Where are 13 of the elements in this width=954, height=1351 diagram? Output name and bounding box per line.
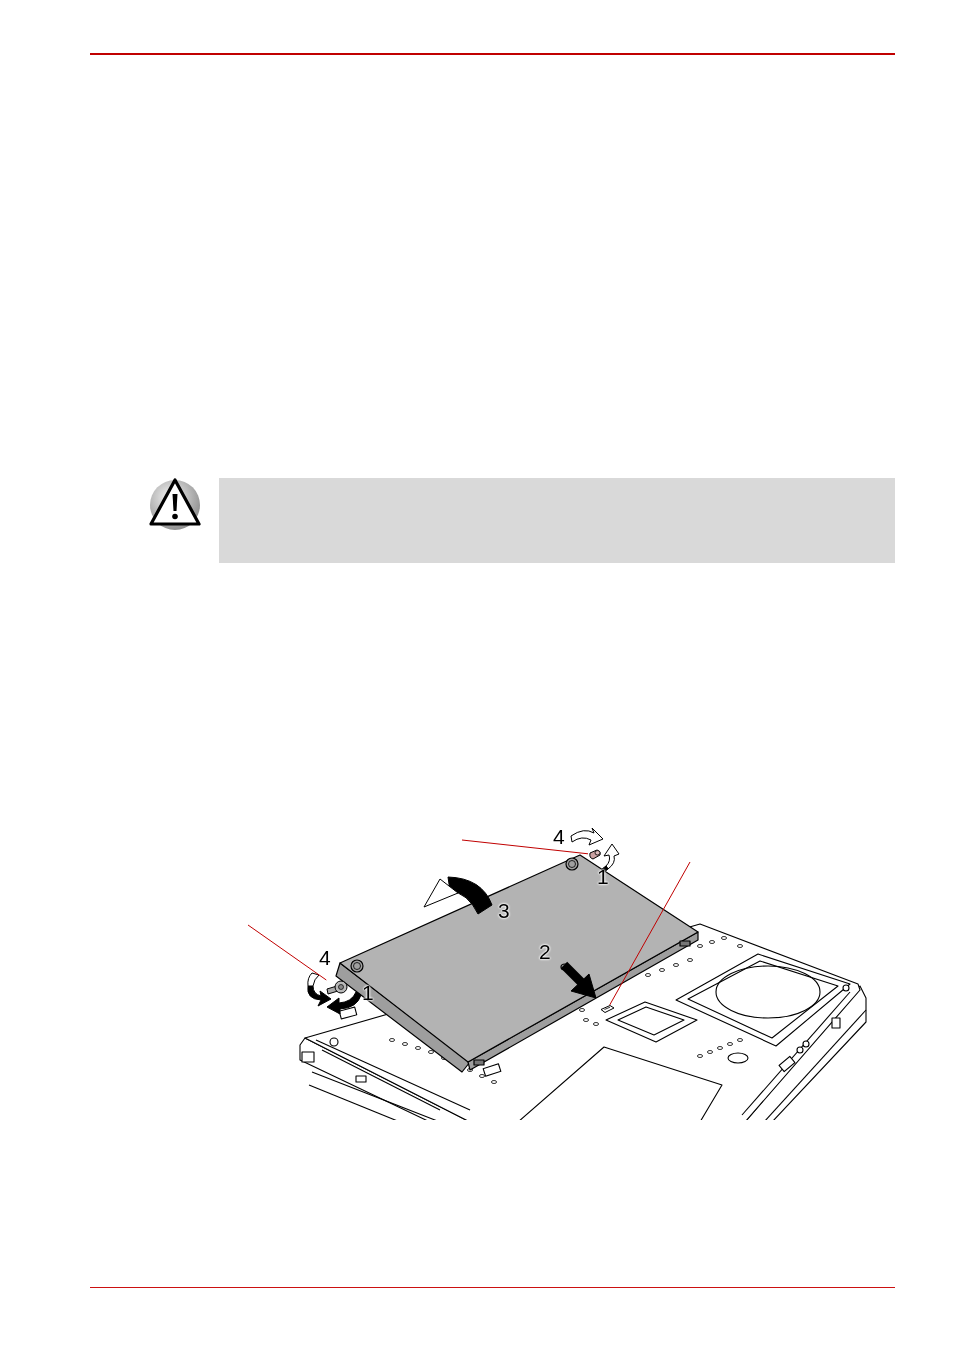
step-number: 4 — [553, 826, 565, 847]
latch — [588, 849, 601, 860]
step-number: 3 — [498, 900, 510, 921]
leader-line — [609, 861, 691, 1006]
step-number: 1 — [362, 982, 374, 1003]
step-number: 1 — [597, 866, 609, 887]
leader-line — [461, 839, 589, 855]
slot — [600, 1005, 615, 1013]
step-number: 4 — [319, 947, 331, 968]
latch-lever — [326, 980, 348, 995]
leader-line — [247, 924, 327, 981]
note-box — [219, 478, 895, 563]
step-number: 2 — [539, 941, 551, 962]
